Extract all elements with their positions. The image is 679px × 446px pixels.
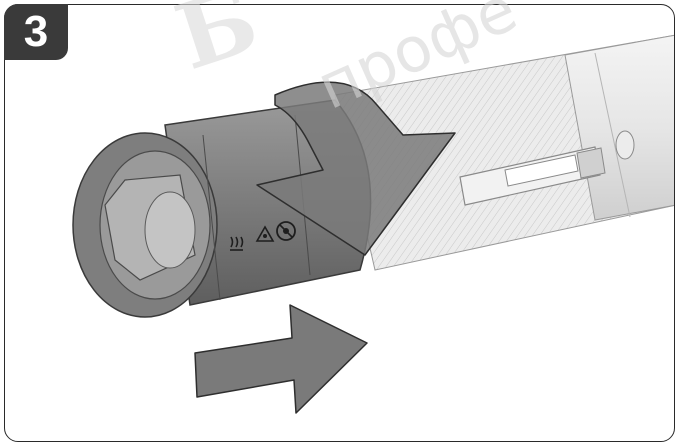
illustration-frame: [4, 4, 675, 442]
no-look-icon: [276, 221, 296, 241]
flashlight-scene: [72, 34, 674, 414]
step-number-badge: 3: [4, 4, 68, 60]
body-clip: [459, 146, 606, 206]
rotate-arrow-icon: [256, 81, 456, 256]
push-arrow-icon: [194, 304, 368, 414]
side-button: [615, 130, 635, 160]
flashlight-body: [334, 34, 674, 271]
heat-warning-icon: [230, 236, 244, 251]
laser-warning-icon: [255, 225, 275, 242]
